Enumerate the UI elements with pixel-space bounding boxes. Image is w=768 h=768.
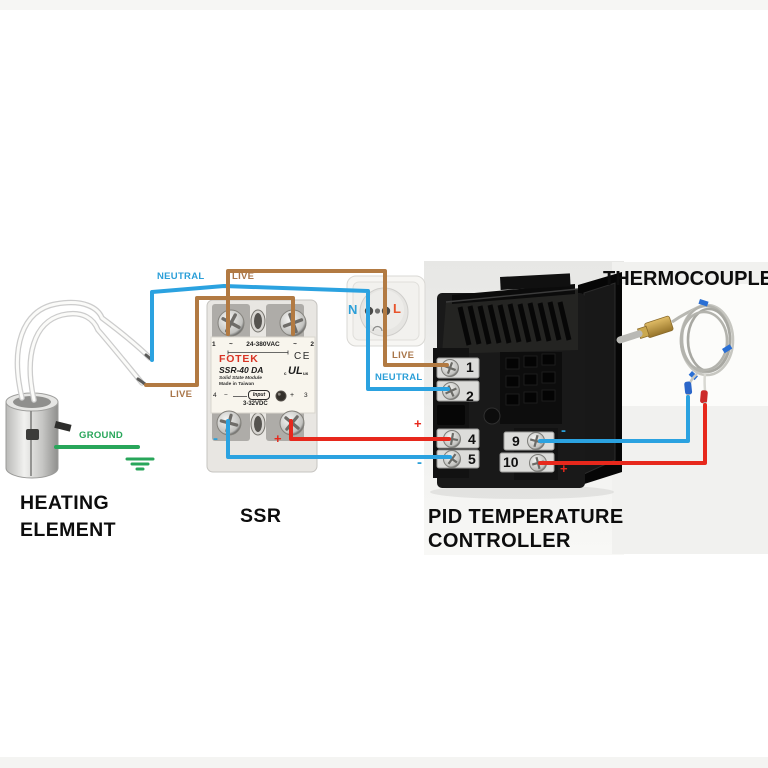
wire-live-main xyxy=(226,269,449,367)
ssr-ac-tilde-right: ~ xyxy=(293,341,297,348)
neutral-main-label: NEUTRAL xyxy=(157,271,205,282)
ssr-led-dot xyxy=(275,390,287,402)
pid-center-boss xyxy=(483,407,501,425)
thermocouple-probe xyxy=(616,315,674,344)
live-main-label: LIVE xyxy=(232,271,255,282)
ssr-dc-terminal-3: 3 xyxy=(304,392,308,399)
ssr-subtitle-taiwan: Made in Taiwan xyxy=(219,382,255,387)
thermocouple-zip-ties xyxy=(688,298,733,381)
thermocouple-caption: THERMOCOUPLE xyxy=(603,268,768,290)
ssr-ul-c: c xyxy=(284,371,287,376)
ssr-subtitle-module: Solid State Module xyxy=(219,376,262,381)
ssr-ul-mark: UL xyxy=(288,365,303,377)
pid-terminal-5-number: 5 xyxy=(468,451,476,467)
pid-terminal-1-number: 1 xyxy=(466,359,474,375)
outlet-neutral-letter: N xyxy=(348,302,358,317)
pid9-minus-label: - xyxy=(561,422,566,439)
thermocouple-photo xyxy=(616,298,735,408)
ssr-model: SSR-40 DA xyxy=(219,365,264,375)
pid-terminal-10-number: 10 xyxy=(503,454,519,470)
heating-element-caption-line1: HEATING xyxy=(20,492,110,514)
live-heater-label: LIVE xyxy=(170,389,193,400)
outlet-center-screw xyxy=(374,308,381,314)
ssr-caption: SSR xyxy=(240,505,282,527)
pid10-plus-label: + xyxy=(560,461,568,476)
pid4-plus-label: + xyxy=(414,416,422,431)
wire-dc-plus-ssr-to-pid4 xyxy=(289,419,451,441)
ssr-ac-rating-row: 1 ~ 24-380VAC ~ 2 xyxy=(212,341,314,349)
ssr-brand-logo: FOTEK xyxy=(219,353,259,365)
ssr-ac-terminal-2: 2 xyxy=(310,341,314,348)
pid-unused-sockets xyxy=(505,353,556,406)
thermocouple-minus-lead-tip xyxy=(684,381,693,395)
ssr-plus-label: + xyxy=(274,431,282,446)
ssr-dc-terminal-4: 4 xyxy=(213,392,217,399)
ssr-dc-minus-sym: − xyxy=(224,392,228,399)
top-strip xyxy=(0,0,768,10)
heating-element-caption-line2: ELEMENT xyxy=(20,519,116,541)
pid-caption-line1: PID TEMPERATURE xyxy=(428,506,624,528)
pid-terminal-9-number: 9 xyxy=(512,433,520,449)
heating-element-photo xyxy=(5,299,154,479)
ssr-ul-us: us xyxy=(303,371,309,376)
ssr-label-face xyxy=(210,336,316,414)
pid-vent-louvers xyxy=(457,301,572,346)
bottom-strip xyxy=(0,757,768,768)
heater-lead-wires xyxy=(14,299,154,403)
pid-terminal-4-number: 4 xyxy=(468,431,476,447)
wire-thermocouple-plus-pid10 xyxy=(538,403,707,465)
neutral-pid-label: NEUTRAL xyxy=(375,372,423,383)
live-pid-label: LIVE xyxy=(392,350,415,361)
ssr-ac-terminal-1: 1 xyxy=(212,341,216,348)
ssr-input-pill: Input xyxy=(248,390,270,400)
pid-terminal-2-number: 2 xyxy=(466,388,474,404)
ssr-dc-plus-sym: + xyxy=(290,392,295,399)
pid-caption-line2: CONTROLLER xyxy=(428,530,571,552)
pid5-minus-label: - xyxy=(417,454,422,471)
wire-neutral-main xyxy=(150,284,450,391)
ground-label: GROUND xyxy=(79,430,124,441)
ssr-ce-mark: CE xyxy=(294,351,311,362)
ssr-dc-voltage: 3-32VDC xyxy=(243,401,268,407)
wire-live-ssr-to-heater xyxy=(144,296,295,387)
wire-dc-minus-ssr-to-pid5 xyxy=(226,419,452,459)
ssr-ac-voltage: 24-380VAC xyxy=(246,341,280,348)
wire-thermocouple-minus-pid9 xyxy=(538,395,690,443)
heater-clamp-tab xyxy=(54,421,72,432)
thermocouple-plus-lead-tip xyxy=(700,390,708,404)
ssr-minus-label: - xyxy=(213,430,218,447)
outlet-live-letter: L xyxy=(393,301,401,316)
ssr-ac-tilde-left: ~ xyxy=(229,341,233,348)
heater-clamp-slot xyxy=(26,429,39,440)
ground-wire-and-symbol xyxy=(54,445,155,471)
